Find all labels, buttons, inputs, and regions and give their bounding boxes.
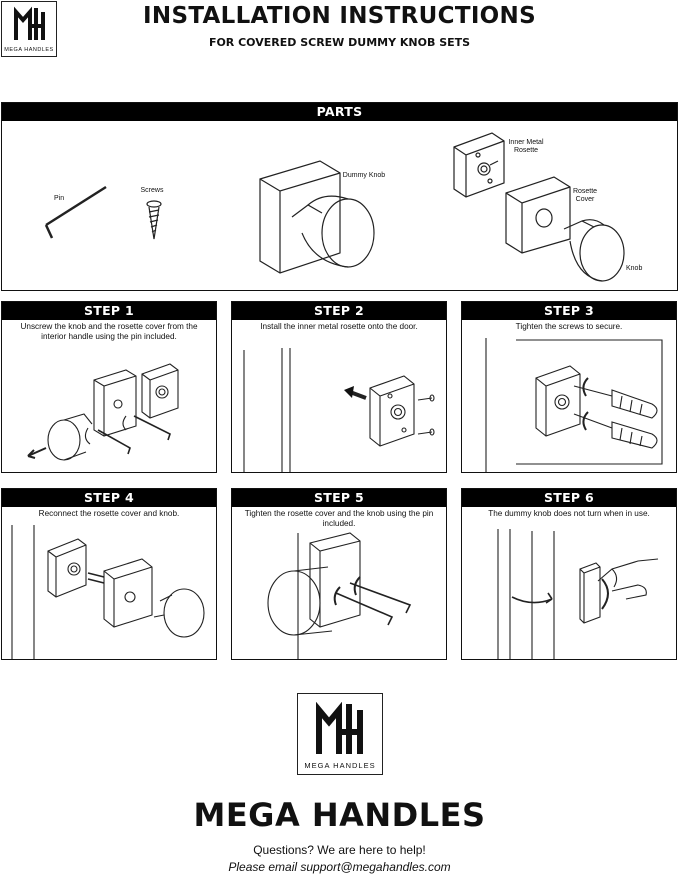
knob-icon bbox=[563, 219, 625, 282]
rosette-cover-icon bbox=[505, 176, 571, 254]
step-1-heading: STEP 1 bbox=[2, 302, 216, 320]
label-screws: Screws bbox=[140, 187, 164, 194]
label-rosette-cover: Rosette Cover bbox=[572, 188, 598, 203]
step-6-illustration bbox=[497, 529, 659, 659]
step-3-heading: STEP 3 bbox=[462, 302, 676, 320]
step-1-panel: STEP 1 Unscrew the knob and the rosette … bbox=[1, 301, 217, 473]
step-2-text: Install the inner metal rosette onto the… bbox=[260, 322, 418, 331]
step-1-illustration bbox=[27, 363, 179, 461]
parts-heading: PARTS bbox=[2, 103, 677, 121]
dummy-knob-icon bbox=[259, 160, 375, 274]
step-6-text: The dummy knob does not turn when in use… bbox=[488, 509, 650, 518]
footer-logo: MEGA HANDLES bbox=[297, 693, 383, 775]
parts-panel: PARTS bbox=[1, 102, 678, 291]
label-pin: Pin bbox=[54, 195, 65, 202]
mh-monogram-icon bbox=[316, 702, 363, 754]
screw-icon bbox=[146, 200, 162, 240]
brand-name: MEGA HANDLES bbox=[193, 796, 486, 834]
step-3-illustration bbox=[485, 338, 663, 472]
step-4-illustration bbox=[11, 525, 205, 659]
step-2-illustration bbox=[243, 348, 435, 472]
pin-icon bbox=[44, 185, 107, 239]
step-6-panel: STEP 6 The dummy knob does not turn when… bbox=[461, 488, 677, 660]
step-5-heading: STEP 5 bbox=[232, 489, 446, 507]
step-4-panel: STEP 4 Reconnect the rosette cover and k… bbox=[1, 488, 217, 660]
label-inner-rosette: Inner Metal Rosette bbox=[508, 139, 544, 154]
page-subtitle: FOR COVERED SCREW DUMMY KNOB SETS bbox=[208, 36, 471, 49]
header-logo-text: MEGA HANDLES bbox=[4, 47, 54, 53]
step-2-panel: STEP 2 Install the inner metal rosette o… bbox=[231, 301, 447, 473]
step-5-panel: STEP 5 Tighten the rosette cover and the… bbox=[231, 488, 447, 660]
label-knob: Knob bbox=[626, 265, 643, 272]
help-text: Questions? We are here to help! bbox=[253, 843, 426, 857]
step-4-text: Reconnect the rosette cover and knob. bbox=[38, 509, 180, 518]
label-dummy-knob: Dummy Knob bbox=[342, 172, 386, 179]
page-title: INSTALLATION INSTRUCTIONS bbox=[143, 3, 536, 29]
step-1-text: Unscrew the knob and the rosette cover f… bbox=[20, 322, 198, 341]
footer-logo-text: MEGA HANDLES bbox=[304, 761, 376, 770]
step-2-heading: STEP 2 bbox=[232, 302, 446, 320]
step-4-heading: STEP 4 bbox=[2, 489, 216, 507]
step-6-heading: STEP 6 bbox=[462, 489, 676, 507]
inner-rosette-icon bbox=[453, 132, 505, 198]
header-logo: MEGA HANDLES bbox=[1, 1, 57, 57]
support-email[interactable]: Please email support@megahandles.com bbox=[228, 860, 451, 874]
parts-illustration bbox=[44, 132, 625, 282]
step-3-panel: STEP 3 Tighten the screws to secure. bbox=[461, 301, 677, 473]
step-5-illustration bbox=[267, 532, 412, 659]
step-5-text: Tighten the rosette cover and the knob u… bbox=[244, 509, 434, 528]
mh-monogram-icon bbox=[14, 6, 45, 40]
step-3-text: Tighten the screws to secure. bbox=[515, 322, 623, 331]
